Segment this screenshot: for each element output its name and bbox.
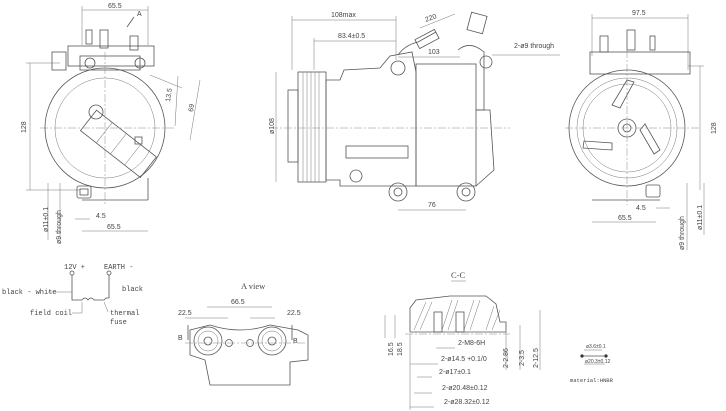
a-view-section-left: B: [178, 335, 183, 342]
section-cc: C-C 16.5 18.5 2-M8-6H 2-ø14.5 +0.1/0 2-ø…: [384, 270, 541, 410]
a-view-left-offset: 22.5: [178, 310, 192, 317]
side-cable-length: 220: [424, 13, 437, 24]
rear-view: 97.5 128 4.5 65.5 ø9 through ø11±0.1: [565, 10, 718, 250]
side-through-holes: 2-ø9 through: [514, 43, 554, 50]
cc-depth-3: 2-12.5: [533, 348, 540, 368]
section-cc-title: C-C: [451, 270, 466, 280]
rear-hole-1: ø9 through: [679, 216, 686, 250]
wiring-earth: EARTH -: [104, 264, 133, 272]
cc-bore-3: 2-ø20.48±0.12: [442, 385, 488, 392]
cc-h2: 18.5: [397, 342, 404, 356]
oring-top: ø3.6±0.1: [586, 344, 606, 350]
oring-detail: ø3.6±0.1 ø20.3±0.12 material:HNBR: [570, 344, 614, 384]
rear-height: 128: [711, 122, 718, 134]
section-hatching: [413, 299, 501, 331]
front-view: 65.5 A 13.5 69: [21, 3, 201, 244]
wiring-fuse-1: thermal: [110, 310, 139, 318]
rear-bottom-width: 65.5: [618, 215, 632, 222]
clutch-plate-spokes: [582, 79, 661, 155]
wiring-coil: field coil: [30, 310, 72, 318]
wiring-left-wire: black - white: [2, 289, 57, 297]
a-view-right-offset: 22.5: [287, 310, 301, 317]
side-mount-spacing: 76: [428, 202, 436, 209]
a-view-section-right: B: [293, 338, 298, 345]
wiring-right-wire: black: [122, 286, 143, 294]
front-diag-2: 69: [188, 103, 196, 112]
front-top-width: 65.5: [108, 3, 122, 10]
wiring-pos: 12V +: [64, 264, 85, 272]
wiring-fuse-2: fuse: [110, 319, 127, 327]
side-pulley-dia: ø108: [269, 118, 276, 134]
side-pulley-to-port: 83.4±0.5: [338, 33, 365, 40]
wiring-diagram: 12V + EARTH - black - white black field …: [2, 264, 143, 327]
front-height: 128: [21, 121, 28, 133]
front-bottom-width: 65.5: [107, 224, 121, 231]
front-hole-1: ø11±0.1: [43, 207, 50, 232]
cc-depth-1: 2-2.86: [503, 348, 510, 368]
rear-bottom-offset: 4.5: [636, 205, 646, 212]
side-overall-length: 108max: [331, 12, 356, 19]
side-view: 108max 83.4±0.5 220 103 2-ø9 through ø10…: [269, 11, 560, 211]
cc-bore-2: 2-ø17±0.1: [439, 369, 471, 376]
cc-depth-2: 2-3.5: [519, 350, 526, 366]
oring-material: material:HNBR: [570, 377, 614, 384]
front-hole-2: ø9 through: [56, 210, 63, 244]
a-view: A view 66.5 22.5 22.5 B B: [178, 281, 309, 386]
pulley-grooves: [302, 72, 320, 182]
a-view-port-spacing: 66.5: [231, 299, 245, 306]
front-diag-1: 13.5: [165, 88, 174, 103]
view-arrow-label: A: [137, 11, 142, 18]
cc-h1: 16.5: [388, 342, 395, 356]
front-bottom-offset: 4.5: [96, 213, 106, 220]
cc-bore-1: 2-ø14.5 +0.1/0: [441, 356, 487, 363]
side-port-offset: 103: [428, 49, 440, 56]
rear-hole-2: ø11±0.1: [697, 205, 704, 230]
cc-bore-4: 2-ø28.32±0.12: [444, 399, 490, 406]
rear-top-width: 97.5: [632, 10, 646, 17]
cc-thread: 2-M8-6H: [458, 340, 485, 347]
a-view-title: A view: [241, 281, 266, 291]
oring-bottom: ø20.3±0.12: [585, 359, 610, 365]
